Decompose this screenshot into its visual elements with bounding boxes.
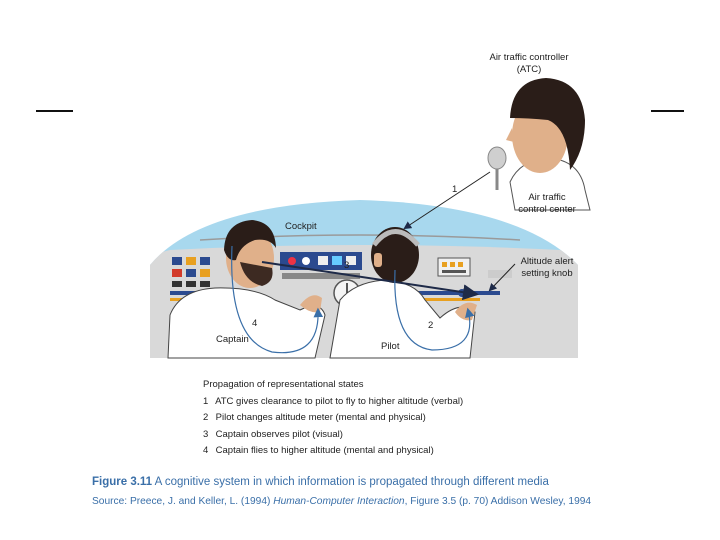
legend-item: 3 Captain observes pilot (visual)	[203, 427, 463, 444]
legend-item-number: 2	[203, 412, 209, 424]
center-display-block	[280, 252, 362, 279]
arrow-1	[403, 171, 491, 230]
legend-item-text: Captain observes pilot (visual)	[215, 428, 343, 440]
legend-title: Propagation of representational states	[203, 379, 364, 390]
legend-item: 4 Captain flies to higher altitude (ment…	[203, 443, 463, 460]
legend-item-text: ATC gives clearance to pilot to fly to h…	[215, 395, 464, 407]
pilot-figure	[329, 227, 477, 359]
right-rule	[651, 110, 684, 112]
source-suffix: , Figure 3.5 (p. 70) Addison Wesley, 199…	[404, 496, 592, 507]
arrow-4-number: 4	[252, 318, 257, 329]
arrow-2-number: 2	[428, 320, 433, 331]
figure-number: Figure 3.11	[92, 476, 153, 488]
atc-center-label: Air traffic	[528, 192, 566, 203]
legend-item-number: 3	[203, 428, 209, 440]
cockpit-label: Cockpit	[285, 221, 317, 232]
legend-item-number: 1	[203, 395, 209, 407]
legend: Propagation of representational states 1…	[203, 377, 463, 460]
source-title: Human-Computer Interaction	[273, 496, 405, 507]
altitude-alert-label-line2: setting knob	[521, 268, 572, 279]
altitude-knob-pointer	[488, 263, 516, 292]
atc-label: Air traffic controller	[489, 52, 568, 63]
atc-center-label-line2: control center	[518, 204, 576, 215]
altitude-alert-label: Altitude alert	[521, 256, 574, 267]
microphone-icon	[487, 146, 507, 190]
captain-figure	[167, 220, 326, 359]
arrow-3-number: 3	[344, 260, 349, 271]
right-display-block	[437, 257, 512, 278]
legend-item: 1 ATC gives clearance to pilot to fly to…	[203, 394, 463, 411]
arrow-3	[261, 261, 479, 301]
legend-item-number: 4	[203, 445, 209, 457]
headset-icon	[372, 229, 420, 247]
left-rule	[36, 110, 73, 112]
atc-label-abbr: (ATC)	[517, 64, 542, 75]
arrow-2	[394, 269, 475, 351]
arrow-1-number: 1	[452, 184, 457, 195]
propagation-arrows	[231, 171, 516, 354]
source-prefix: Source: Preece, J. and Keller, L. (1994)	[92, 496, 274, 507]
arrow-4	[231, 245, 324, 354]
captain-label: Captain	[216, 334, 249, 345]
legend-item-text: Pilot changes altitude meter (mental and…	[215, 412, 426, 424]
figure-caption: Figure 3.11 A cognitive system in which …	[92, 476, 549, 488]
figure-caption-text: A cognitive system in which information …	[154, 476, 549, 488]
left-switch-block	[172, 257, 210, 287]
air-traffic-controller	[487, 78, 591, 211]
figure-source: Source: Preece, J. and Keller, L. (1994)…	[92, 496, 591, 507]
legend-item: 2 Pilot changes altitude meter (mental a…	[203, 410, 463, 427]
pilot-label: Pilot	[381, 341, 400, 352]
legend-item-text: Captain flies to higher altitude (mental…	[215, 445, 434, 457]
